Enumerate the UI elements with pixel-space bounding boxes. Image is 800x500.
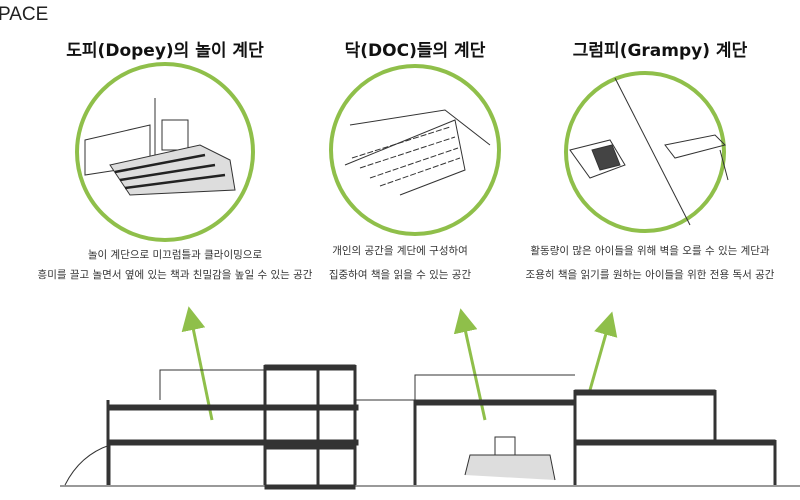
desc-line: 조용히 책을 읽기를 원하는 아이들을 위한 전용 독서 공간	[525, 269, 775, 281]
desc-line: 흥미를 끌고 놀면서 옆에 있는 책과 친밀감을 높일 수 있는 공간	[37, 269, 313, 281]
arrow-grampy	[588, 311, 618, 391]
panel-title-grampy: 그럼피(Grampy) 계단	[572, 41, 748, 61]
section-header: PACE	[0, 4, 49, 25]
arrow-dopey	[181, 306, 214, 421]
building-section	[60, 364, 800, 490]
desc-line: 활동량이 많은 아이들을 위해 벽을 오를 수 있는 계단과	[530, 245, 770, 257]
panel-desc-doc: 개인의 공간을 계단에 구성하여 집중하여 책을 읽을 수 있는 공간	[230, 241, 570, 285]
grampy-stair-circle	[564, 71, 729, 233]
doc-stair-circle	[329, 64, 501, 236]
desc-line: 개인의 공간을 계단에 구성하여	[332, 245, 468, 257]
panel-desc-dopey: 놀이 계단으로 미끄럼틀과 클라이밍으로 흥미를 끌고 놀면서 옆에 있는 책과…	[5, 245, 345, 285]
panel-title-doc: 닥(DOC)들의 계단	[344, 41, 486, 61]
panel-title-dopey: 도피(Dopey)의 놀이 계단	[66, 41, 264, 61]
desc-line: 놀이 계단으로 미끄럼틀과 클라이밍으로	[87, 249, 263, 261]
panel-desc-grampy: 활동량이 많은 아이들을 위해 벽을 오를 수 있는 계단과 조용히 책을 읽기…	[500, 241, 800, 285]
desc-line: 집중하여 책을 읽을 수 있는 공간	[328, 269, 472, 281]
dopey-stair-circle	[75, 62, 255, 242]
